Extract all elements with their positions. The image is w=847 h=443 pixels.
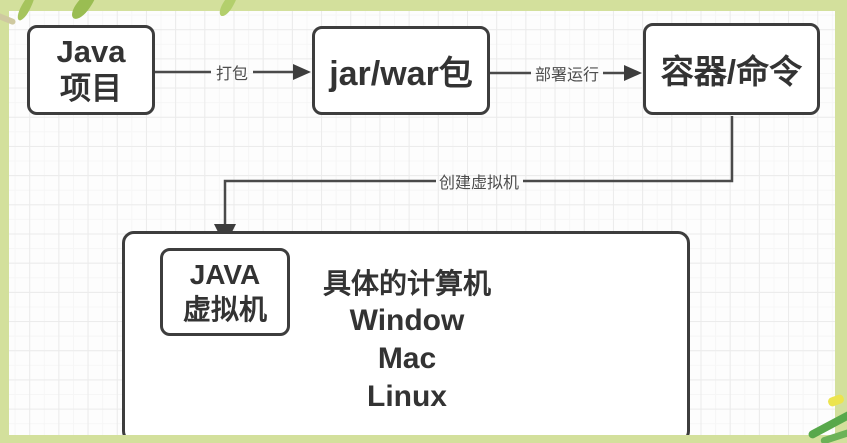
- node-java-project-line1: Java: [56, 34, 126, 69]
- node-container-command: 容器/命令: [643, 23, 820, 115]
- node-jvm: JAVA 虚拟机: [160, 248, 290, 336]
- os-mac: Mac: [377, 342, 437, 375]
- node-jar-war-package: jar/war包: [312, 26, 490, 115]
- node-java-project: Java 项目: [27, 25, 155, 115]
- node-jvm-line1: JAVA: [189, 259, 261, 290]
- edge-deploy-run-label: 部署运行: [534, 67, 600, 84]
- node-container-command-label: 容器/命令: [660, 53, 803, 90]
- os-linux: Linux: [367, 380, 447, 413]
- frame-band-top: [0, 0, 847, 11]
- computer-text-block: 具体的计算机 Window Mac Linux: [293, 266, 521, 416]
- edge-create-vm-label: 创建虚拟机: [438, 175, 520, 192]
- node-jar-war-package-label: jar/war包: [329, 55, 473, 93]
- os-window: Window: [349, 304, 465, 337]
- node-java-project-line2: 项目: [60, 71, 122, 106]
- node-jvm-line2: 虚拟机: [182, 294, 267, 325]
- edge-package-label: 打包: [215, 66, 249, 83]
- arrowhead-right-icon: [293, 64, 311, 80]
- frame-band-left: [0, 0, 9, 443]
- frame-band-bottom: [0, 435, 847, 443]
- computer-title: 具体的计算机: [322, 268, 491, 299]
- arrowhead-right-icon: [624, 65, 642, 81]
- frame-band-right: [835, 0, 847, 443]
